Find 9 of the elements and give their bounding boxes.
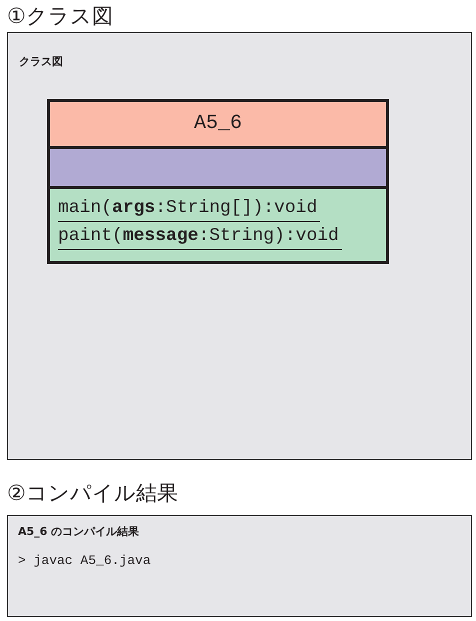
operation-signature: paint(message:String):void: [58, 225, 342, 250]
section-heading: ①クラス図: [7, 3, 113, 29]
panel-label: クラス図: [19, 55, 63, 69]
panel-label: A5_6 のコンパイル結果: [18, 525, 140, 539]
class-box: [47, 99, 389, 264]
section-heading: ②コンパイル結果: [7, 480, 178, 506]
command-line: > javac A5_6.java: [18, 553, 151, 569]
class-name: A5_6: [194, 112, 242, 136]
operation-signature: main(args:String[]):void: [58, 197, 320, 222]
